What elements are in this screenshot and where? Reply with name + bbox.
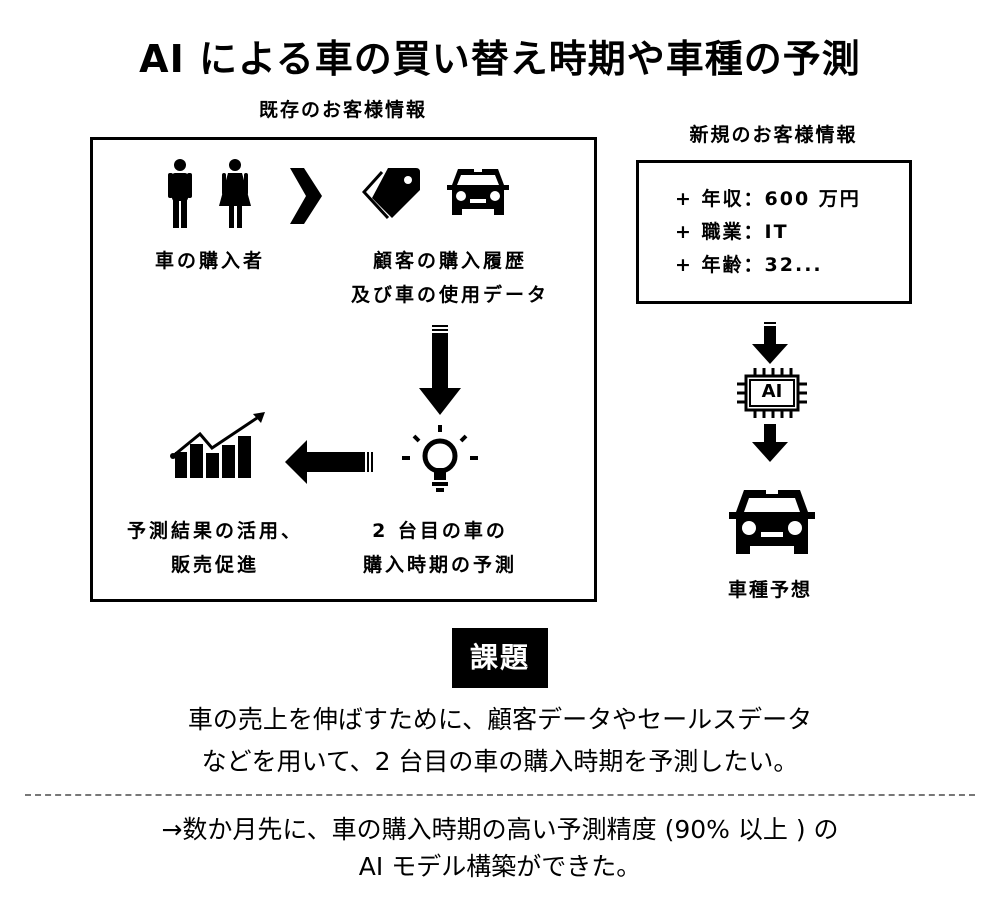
- issue-line-2: などを用いて、2 台目の車の購入時期を予測したい。: [201, 747, 799, 776]
- utilize-label-1: 予測結果の活用、: [126, 520, 303, 542]
- ai-chip-icon: AI: [735, 368, 809, 418]
- result-line-2: AI モデル構築ができた。: [358, 852, 642, 881]
- chevron-right-icon: [290, 168, 322, 224]
- car-icon: [447, 169, 509, 215]
- info-age: + 年齢：32...: [675, 254, 823, 276]
- divider: [25, 794, 975, 796]
- issue-badge: 課題: [452, 628, 548, 688]
- new-heading: 新規のお客様情報: [689, 124, 858, 146]
- car-icon: [729, 490, 815, 554]
- people-icon: [168, 159, 251, 228]
- car-buyers-label: 車の購入者: [154, 250, 265, 272]
- existing-customer-panel: [90, 137, 597, 602]
- utilize-label-2: 販売促進: [170, 554, 259, 576]
- history-label-2: 及び車の使用データ: [350, 284, 549, 306]
- page-title: AI による車の買い替え時期や車種の予測: [139, 37, 861, 81]
- lightbulb-icon: [402, 425, 478, 492]
- ai-chip-label: AI: [761, 381, 783, 402]
- predict-label-1: 2 台目の車の: [372, 520, 508, 542]
- arrow-left-icon: [285, 440, 373, 484]
- info-income: + 年収：600 万円: [675, 188, 861, 210]
- new-customer-panel: + 年収：600 万円 + 職業：IT + 年齢：32...: [636, 160, 912, 304]
- predict-label-2: 購入時期の予測: [362, 554, 517, 576]
- price-tag-icon: [362, 168, 420, 220]
- arrow-down-icon: [752, 424, 788, 462]
- growth-chart-icon: [170, 412, 265, 478]
- arrow-down-icon: [419, 325, 461, 415]
- info-job: + 職業：IT: [675, 221, 789, 243]
- arrow-down-icon: [752, 322, 788, 364]
- result-line-1: →数か月先に、車の購入時期の高い予測精度 (90% 以上 ) の: [161, 815, 839, 844]
- issue-line-1: 車の売上を伸ばすために、顧客データやセールスデータ: [187, 705, 813, 734]
- car-type-prediction-label: 車種予想: [727, 579, 812, 601]
- history-label-1: 顧客の購入履歴: [372, 250, 527, 272]
- existing-heading: 既存のお客様情報: [258, 99, 427, 121]
